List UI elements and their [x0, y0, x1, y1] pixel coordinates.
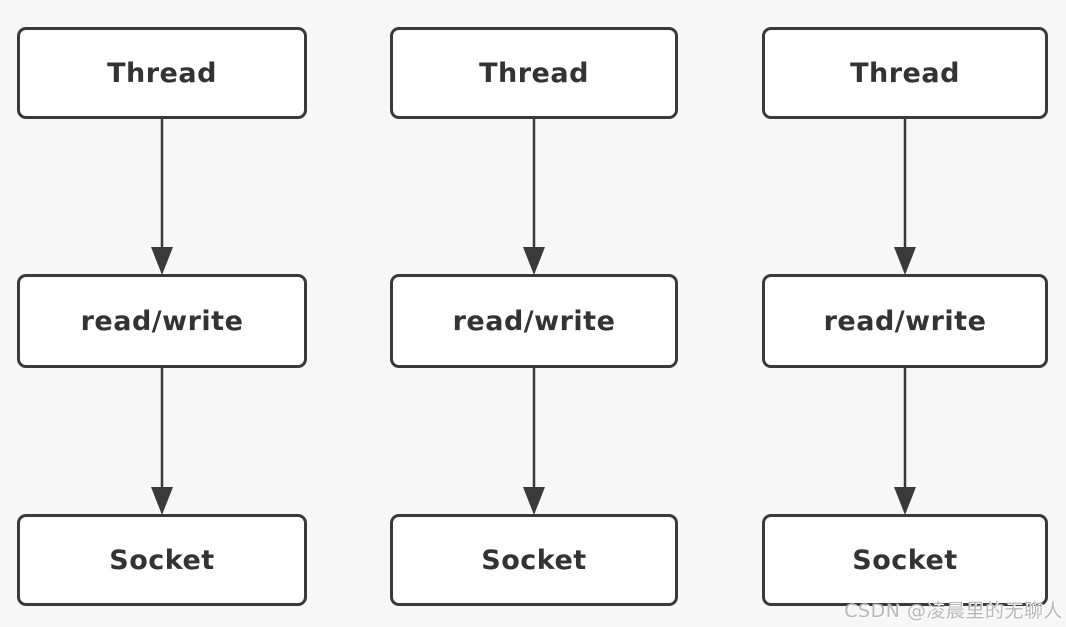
thread-column-left: Thread read/write Socket [17, 0, 307, 627]
arrow-thread-to-readwrite [151, 118, 173, 275]
thread-box: Thread [762, 27, 1048, 119]
arrowhead-icon [151, 487, 173, 515]
watermark: CSDN @凌晨里的无聊人 [844, 600, 1063, 622]
thread-label: Thread [107, 57, 217, 89]
readwrite-label: read/write [80, 305, 244, 337]
readwrite-box: read/write [17, 274, 307, 368]
readwrite-box: read/write [390, 274, 678, 368]
arrowhead-icon [894, 247, 916, 275]
socket-label: Socket [109, 544, 215, 576]
thread-label: Thread [850, 57, 960, 89]
arrow-thread-to-readwrite [523, 118, 545, 275]
arrowhead-icon [151, 247, 173, 275]
arrowhead-icon [523, 247, 545, 275]
socket-label: Socket [481, 544, 587, 576]
arrow-readwrite-to-socket [523, 367, 545, 515]
thread-box: Thread [390, 27, 678, 119]
arrow-readwrite-to-socket [151, 367, 173, 515]
arrowhead-icon [894, 487, 916, 515]
readwrite-label: read/write [452, 305, 616, 337]
arrow-thread-to-readwrite [894, 118, 916, 275]
arrow-readwrite-to-socket [894, 367, 916, 515]
readwrite-label: read/write [823, 305, 987, 337]
readwrite-box: read/write [762, 274, 1048, 368]
socket-box: Socket [762, 514, 1048, 606]
arrowhead-icon [523, 487, 545, 515]
socket-box: Socket [17, 514, 307, 606]
thread-column-right: Thread read/write Socket [762, 0, 1048, 627]
socket-label: Socket [852, 544, 958, 576]
thread-box: Thread [17, 27, 307, 119]
socket-box: Socket [390, 514, 678, 606]
thread-column-middle: Thread read/write Socket [390, 0, 678, 627]
thread-label: Thread [479, 57, 589, 89]
